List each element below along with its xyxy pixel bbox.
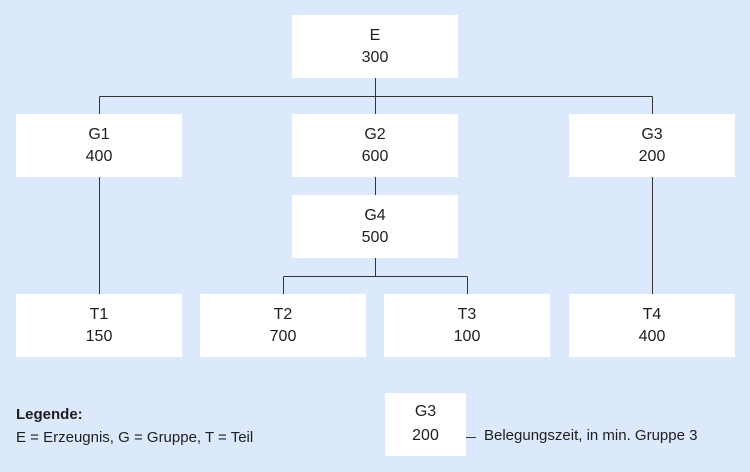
node-id: T4 [642, 305, 662, 323]
legend-example-id: G3 [414, 403, 437, 420]
node-value: 300 [361, 48, 389, 66]
legend-text: E = Erzeugnis, G = Gruppe, T = Teil [16, 429, 254, 446]
node-value: 700 [269, 327, 297, 345]
node-id: G3 [641, 125, 663, 143]
node-value: 600 [361, 147, 389, 165]
node-value: 400 [638, 327, 666, 345]
node-value: 150 [85, 327, 113, 345]
node-id: T1 [89, 305, 109, 323]
node-value: 200 [638, 147, 666, 165]
node-id: E [369, 26, 381, 44]
node-id: G2 [364, 125, 386, 143]
node-value: 400 [85, 147, 113, 165]
node-value: 500 [361, 228, 389, 246]
node-id: G1 [88, 125, 110, 143]
node-id: T2 [273, 305, 293, 323]
legend-example-note: Belegungszeit, in min. Gruppe 3 [484, 427, 698, 444]
legend-title: Legende: [16, 406, 83, 423]
legend-example-box: G3 200 [385, 393, 466, 456]
node-id: T3 [457, 305, 477, 323]
legend-example-value: 200 [412, 427, 439, 444]
node-value: 100 [453, 327, 481, 345]
node-E: E 300 [292, 15, 458, 78]
node-id: G4 [364, 206, 386, 224]
legend: Legende: E = Erzeugnis, G = Gruppe, T = … [16, 403, 253, 449]
